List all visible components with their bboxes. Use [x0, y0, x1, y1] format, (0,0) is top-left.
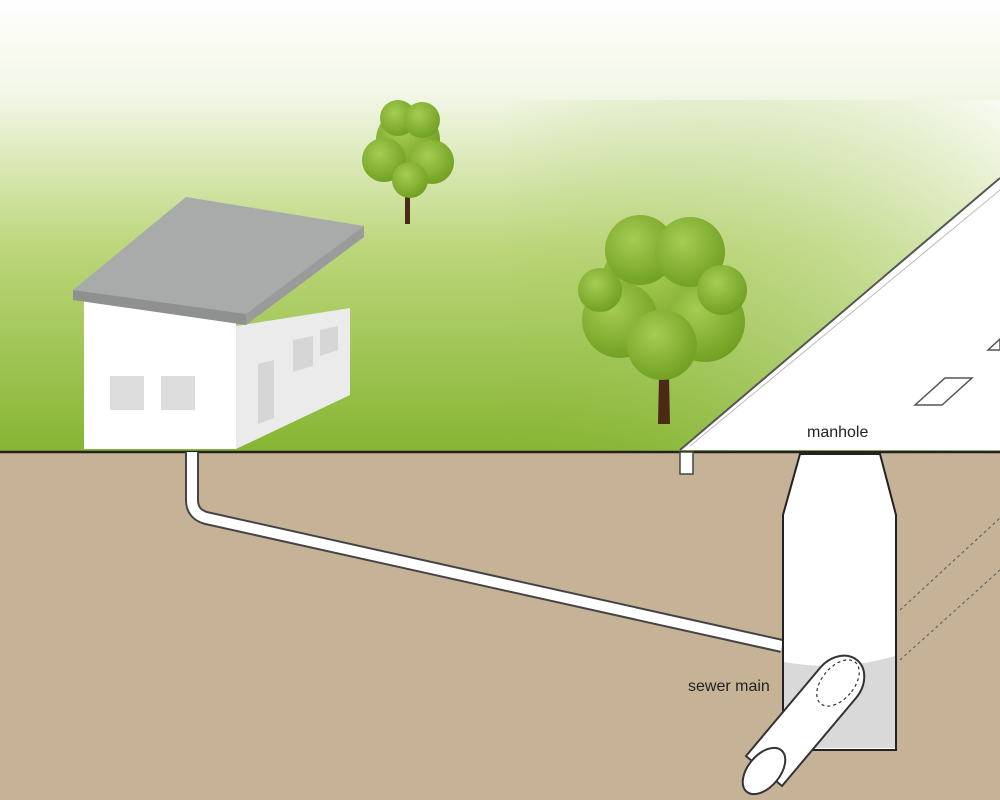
house-icon	[73, 197, 364, 449]
house-front-wall	[84, 298, 236, 449]
house-side-window	[258, 360, 274, 424]
tree-icon	[578, 215, 747, 424]
house-window	[110, 376, 144, 410]
lateral-pipe	[185, 452, 784, 653]
sewer-pipe-icon	[741, 654, 866, 796]
road-marking	[986, 337, 1000, 351]
house-window	[161, 376, 195, 410]
hidden-road-line	[899, 569, 1000, 661]
tree-foliage	[578, 215, 747, 380]
house-roof-edge-side	[246, 226, 364, 325]
hidden-road-line	[899, 517, 1000, 611]
cleanout-stub	[679, 451, 694, 475]
tree-foliage	[362, 100, 454, 198]
tree-trunk	[405, 180, 410, 224]
road-icon	[679, 177, 1000, 451]
house-side-window	[293, 336, 313, 372]
manhole-label: manhole	[807, 424, 868, 441]
road-marking	[913, 377, 974, 406]
sewer-main-label: sewer main	[688, 678, 770, 695]
house-side-window	[320, 326, 338, 356]
sewer-pipe-hidden-end	[816, 659, 860, 707]
tree-icon	[362, 100, 454, 224]
sewer-pipe-end	[741, 746, 787, 796]
house-roof	[73, 197, 364, 325]
house-roof-edge	[73, 290, 246, 325]
